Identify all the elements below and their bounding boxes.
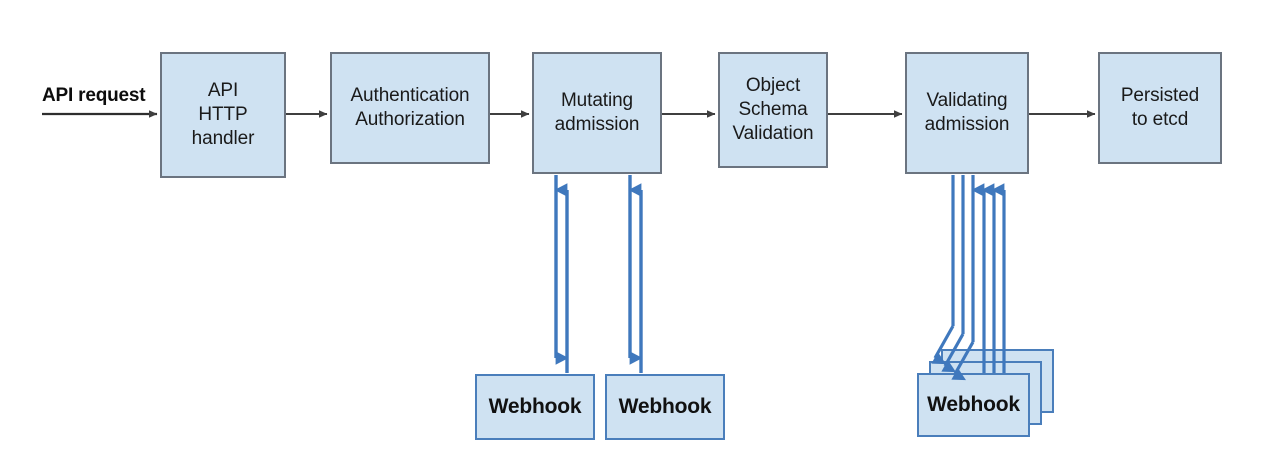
node-api-http-handler[interactable]: API HTTP handler xyxy=(160,52,286,178)
edge-validating-to-webhook-stack xyxy=(931,175,975,381)
edge-webhook-stack-to-validating xyxy=(971,183,1006,373)
node-persisted-to-etcd[interactable]: Persisted to etcd xyxy=(1098,52,1222,164)
node-validating-admission[interactable]: Validating admission xyxy=(905,52,1029,174)
node-object-schema-validation[interactable]: Object Schema Validation xyxy=(718,52,828,168)
webhook-box-validating-1[interactable]: Webhook xyxy=(917,373,1030,437)
webhook-box-mutating-2[interactable]: Webhook xyxy=(605,374,725,440)
node-authentication-authorization[interactable]: Authentication Authorization xyxy=(330,52,490,164)
node-mutating-admission[interactable]: Mutating admission xyxy=(532,52,662,174)
api-request-label: API request xyxy=(42,85,146,106)
webhook-box-mutating-1[interactable]: Webhook xyxy=(475,374,595,440)
